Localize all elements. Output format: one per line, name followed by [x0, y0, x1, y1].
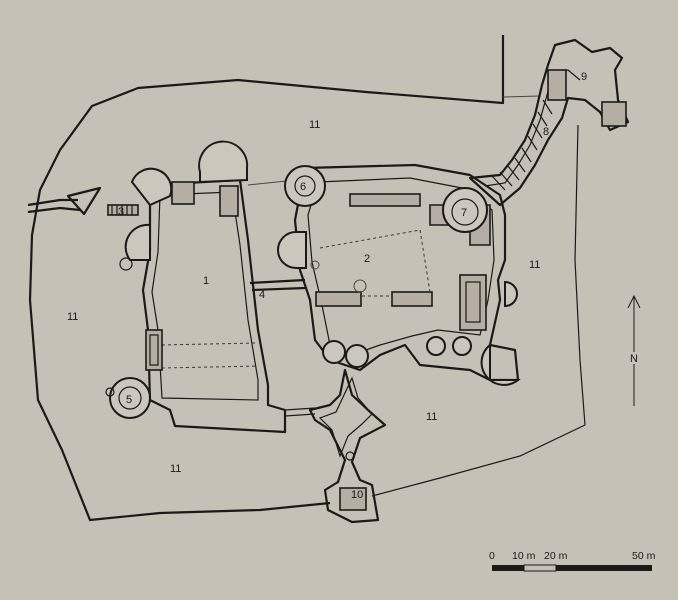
plan-labels: 1 2 3 4 5 6 7 8 9 10 11 11 11 11 11: [67, 71, 587, 501]
scale-tick-10: 10 m: [512, 550, 536, 562]
label-4: 4: [259, 289, 265, 301]
label-3: 3: [118, 206, 124, 218]
scale-tick-50: 50 m: [632, 550, 656, 562]
label-11-west: 11: [67, 311, 78, 323]
scale-bar-segment-2: [523, 564, 557, 572]
label-7: 7: [461, 207, 467, 219]
label-1: 1: [203, 275, 209, 287]
scale-bar-segment-1: [492, 565, 524, 571]
label-9: 9: [581, 71, 587, 83]
outer-enclosure: [28, 35, 586, 522]
scale-tick-0: 0: [489, 550, 495, 562]
label-6: 6: [300, 181, 306, 193]
label-11-southeast: 11: [426, 411, 437, 423]
north-arrow-head: [627, 294, 641, 309]
label-5: 5: [126, 394, 132, 406]
ward-1: [105, 140, 287, 434]
barbican-10: [284, 368, 387, 524]
west-entrance: [27, 186, 139, 216]
scale-bar: 0 10 m 20 m 50 m: [489, 550, 656, 572]
label-8: 8: [543, 126, 549, 138]
outwork-8-9: [468, 38, 630, 207]
label-11-east: 11: [529, 259, 540, 271]
scale-bar-segment-3: [556, 565, 652, 571]
scale-tick-20: 20 m: [544, 550, 568, 562]
north-arrow-gap: [628, 352, 640, 364]
label-2: 2: [364, 253, 370, 265]
north-arrow: N: [627, 294, 641, 406]
label-11-south: 11: [170, 463, 181, 475]
label-11-north: 11: [309, 119, 320, 131]
north-label: N: [630, 353, 638, 365]
label-10: 10: [351, 489, 363, 501]
ward-2: [277, 163, 521, 386]
